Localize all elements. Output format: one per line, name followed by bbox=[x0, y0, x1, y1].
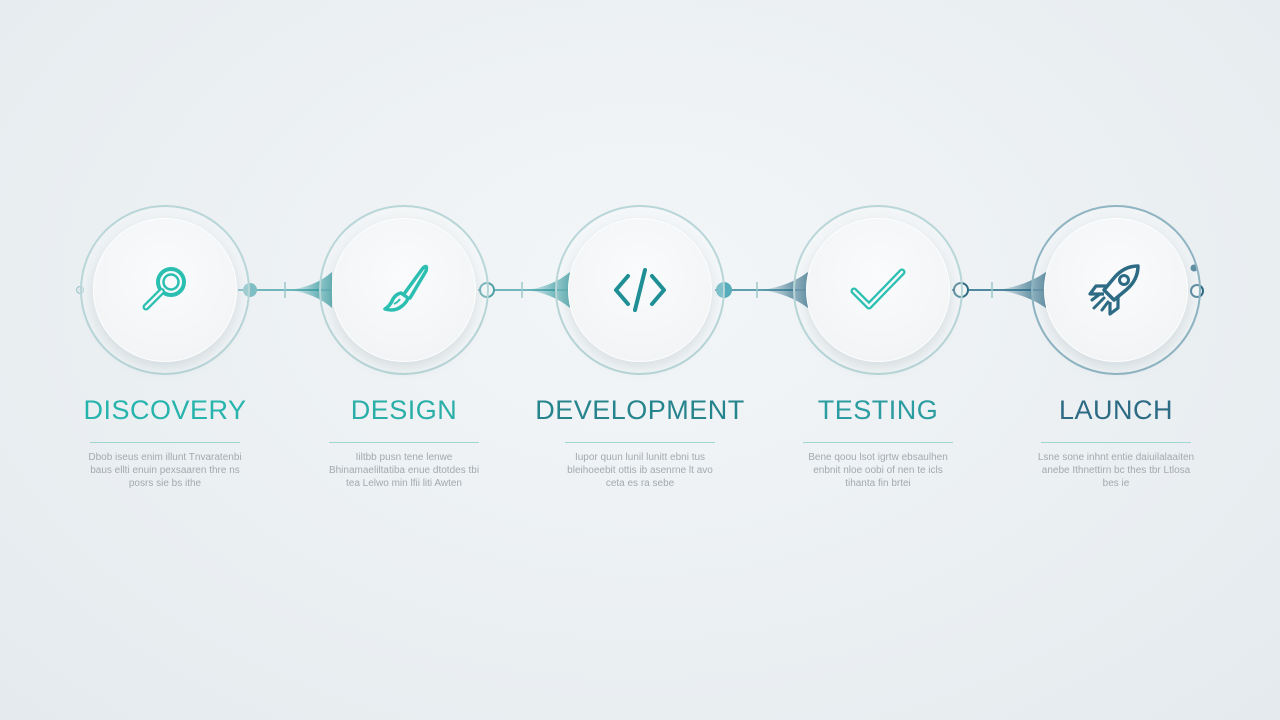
title-underline bbox=[803, 442, 953, 443]
step-description: Dbob iseus enim illunt Tnvaratenbi baus … bbox=[88, 452, 242, 489]
step-testing: TESTING Bene qoou lsot igrtw ebsaulhen e… bbox=[758, 205, 998, 515]
step-disc bbox=[332, 218, 476, 362]
title-underline bbox=[565, 442, 715, 443]
step-disc bbox=[93, 218, 237, 362]
step-description: Bene qoou lsot igrtw ebsaulhen enbnit nl… bbox=[808, 452, 948, 489]
title-underline bbox=[329, 442, 479, 443]
step-title: DESIGN bbox=[350, 395, 458, 425]
step-description: Iiltbb pusn tene lenwe Bhinamaeliltatiba… bbox=[328, 452, 480, 489]
paintbrush-icon bbox=[383, 264, 429, 312]
step-title: TESTING bbox=[817, 395, 939, 425]
step-disc bbox=[568, 218, 712, 362]
code-brackets-icon bbox=[614, 268, 666, 312]
step-disc bbox=[1044, 218, 1188, 362]
checkmark-icon bbox=[850, 268, 906, 310]
step-discovery: DISCOVERY Dbob iseus enim illunt Tnvarat… bbox=[45, 205, 285, 515]
step-disc bbox=[806, 218, 950, 362]
step-title: DISCOVERY bbox=[83, 395, 247, 425]
title-underline bbox=[90, 442, 240, 443]
step-launch: LAUNCH Lsne sone inhnt entie daiuilalaai… bbox=[996, 205, 1236, 515]
title-underline bbox=[1041, 442, 1191, 443]
step-description: Lsne sone inhnt entie daiuilalaaiten ane… bbox=[1037, 452, 1195, 489]
step-description: Iupor quun lunil lunitt ebni tus bleihoe… bbox=[567, 452, 713, 489]
step-development: DEVELOPMENT Iupor quun lunil lunitt ebni… bbox=[520, 205, 760, 515]
magnifier-icon bbox=[142, 267, 186, 311]
step-title: LAUNCH bbox=[1058, 395, 1174, 425]
step-design: DESIGN Iiltbb pusn tene lenwe Bhinamaeli… bbox=[284, 205, 524, 515]
step-title: DEVELOPMENT bbox=[535, 395, 745, 425]
rocket-icon bbox=[1088, 264, 1140, 316]
